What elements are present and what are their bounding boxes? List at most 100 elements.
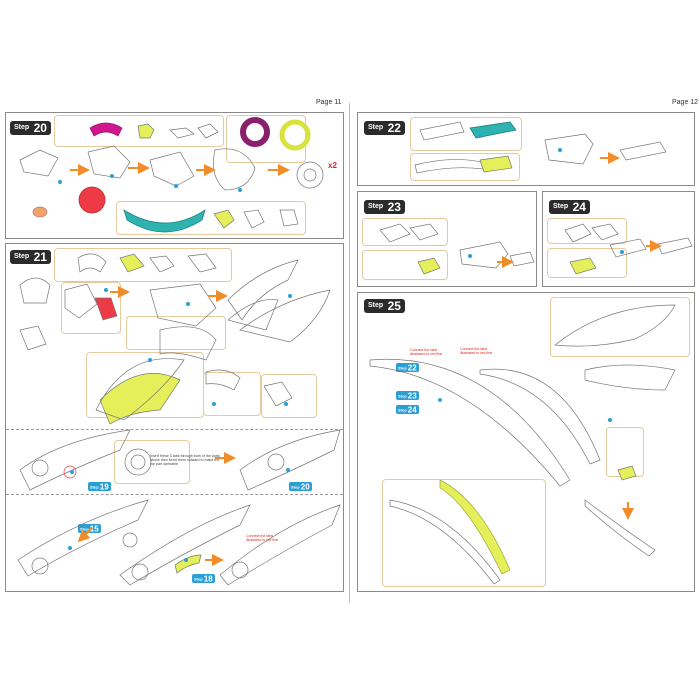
car-body-sketch	[219, 504, 341, 586]
sub-box	[547, 248, 627, 278]
instruction-note: Connect the tabs illustrated in red firs…	[410, 348, 443, 357]
part-sketch	[87, 145, 131, 179]
sub-box	[261, 374, 317, 418]
page-number-right: Page 12	[672, 99, 699, 106]
lime-part	[617, 465, 637, 481]
part-sketch	[19, 325, 47, 351]
lime-wing-part	[439, 479, 511, 575]
magenta-arc-part	[89, 122, 123, 137]
connection-dots	[58, 134, 624, 562]
part-sketch	[564, 223, 592, 243]
step-23-panel: Step 23	[357, 191, 537, 287]
step-24-badge: Step 24	[549, 200, 590, 215]
step-number: 20	[33, 121, 47, 135]
step-25-panel: Step 25 Connect the tabs illustrated in …	[357, 292, 695, 592]
wheel-part	[130, 454, 146, 470]
multiplier-label: x2	[328, 161, 337, 170]
sub-box	[54, 115, 224, 147]
step-21-badge: Step 21	[10, 250, 51, 265]
sub-box	[410, 117, 522, 151]
sub-box	[362, 250, 448, 280]
step-22-panel: Step 22	[357, 112, 695, 186]
car-body-sketch	[479, 368, 601, 465]
sub-box	[54, 248, 232, 282]
wheel-part	[296, 161, 324, 189]
step-number: 25	[387, 299, 401, 313]
part-sketch	[619, 141, 667, 161]
teal-part	[469, 121, 517, 139]
wheel-part	[131, 563, 149, 581]
step-25-badge: Step 25	[364, 299, 405, 314]
instruction-note: Connect the tabs illustrated in red firs…	[246, 534, 279, 543]
part-sketch	[187, 253, 217, 273]
step-20-panel: Step 20 x2	[5, 112, 344, 239]
sub-box	[382, 479, 546, 587]
part-sketch	[94, 297, 118, 321]
wing-part	[554, 304, 676, 347]
sub-box	[114, 440, 190, 484]
wheel-part	[231, 561, 249, 579]
step-word: Step	[368, 203, 384, 210]
car-body-sketch	[119, 504, 251, 586]
part-sketch	[213, 209, 235, 229]
step-24-panel: Step 24	[542, 191, 695, 287]
part-sketch	[64, 283, 98, 319]
lime-part	[417, 257, 441, 275]
wheel-part	[31, 459, 49, 477]
part-sketch	[263, 381, 293, 407]
car-body-sketch	[17, 499, 149, 577]
step-20-badge: Step 20	[10, 121, 51, 136]
part-sketch	[149, 151, 195, 187]
step-21-panel: Step 21 Insert these 3 tabs through both…	[5, 243, 344, 592]
part-sketch	[414, 159, 486, 174]
part-sketch	[95, 358, 185, 421]
wheel-part	[31, 557, 49, 575]
part-sketch	[243, 209, 265, 229]
part-sketch	[459, 241, 509, 269]
part-sketch	[213, 148, 256, 191]
wheel-part	[267, 453, 285, 471]
step-number: 22	[387, 121, 401, 135]
part-sketch	[205, 369, 241, 391]
part-sketch	[149, 255, 175, 273]
teal-arc-part	[123, 209, 206, 233]
purple-ring-part	[240, 117, 270, 147]
page-number-left: Page 11	[316, 99, 342, 106]
part-sketch	[227, 259, 299, 321]
step-reference-19: Step 19	[88, 482, 111, 492]
wheel-part	[63, 465, 77, 479]
part-sketch	[609, 238, 647, 258]
step-word: Step	[368, 302, 384, 309]
lime-part	[137, 123, 155, 139]
step-reference-18: Step 18	[192, 574, 215, 584]
car-body-sketch	[239, 429, 341, 491]
step-reference-24: Step 24	[396, 405, 419, 415]
red-disc-part	[78, 186, 106, 214]
sub-box	[410, 153, 520, 181]
part-sketch	[227, 299, 279, 331]
lime-ring-part	[279, 119, 311, 151]
sub-box	[116, 201, 306, 235]
part-sketch	[197, 123, 219, 139]
car-body-sketch	[584, 499, 656, 557]
orange-part	[32, 206, 48, 218]
part-sketch	[379, 223, 411, 243]
instruction-note: Insert these 3 tabs through both of the …	[150, 454, 220, 467]
car-body-sketch	[369, 358, 571, 487]
part-sketch	[19, 277, 51, 304]
sub-box	[126, 316, 226, 350]
sub-box	[61, 282, 121, 334]
part-sketch	[159, 326, 217, 361]
part-sketch	[149, 283, 217, 327]
part-sketch	[239, 289, 331, 343]
step-word: Step	[368, 124, 384, 131]
part-sketch	[119, 253, 145, 273]
part-sketch	[279, 209, 299, 227]
step-reference-22: Step 22	[396, 363, 419, 373]
wheel-part	[122, 532, 138, 548]
wheel-part	[124, 448, 152, 476]
car-body-sketch	[19, 429, 131, 491]
sub-box	[362, 218, 448, 246]
sub-box	[550, 297, 690, 357]
